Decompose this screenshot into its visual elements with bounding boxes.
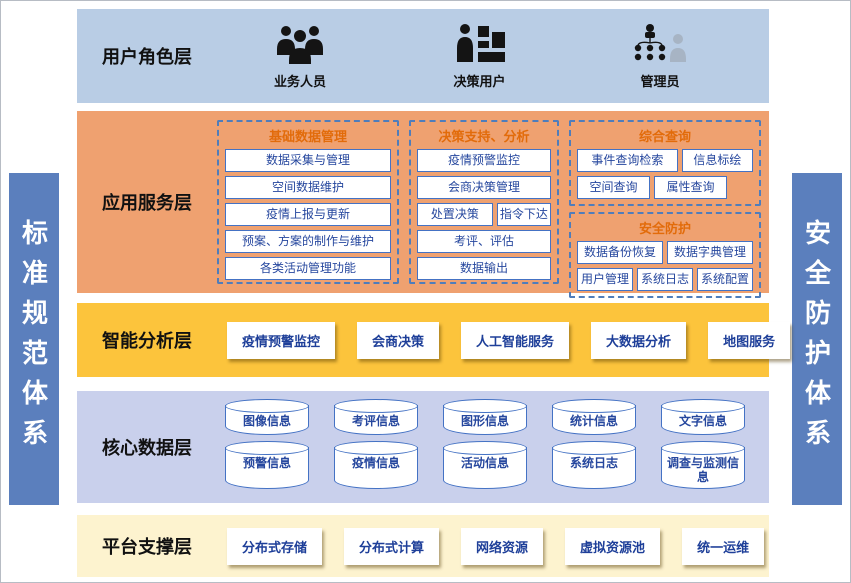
app-item: 数据输出 xyxy=(417,257,551,280)
app-item: 系统日志 xyxy=(637,268,693,291)
app-item: 预案、方案的制作与维护 xyxy=(225,230,391,253)
app-item: 空间数据维护 xyxy=(225,176,391,199)
platform-layer-title: 平台支撑层 xyxy=(102,537,192,557)
query-security-column: 综合查询 事件查询检索 信息标绘 空间查询 属性查询 安全防护 xyxy=(569,120,761,298)
platform-item: 分布式存储 xyxy=(227,527,323,565)
app-item: 各类活动管理功能 xyxy=(225,257,391,280)
role-label: 决策用户 xyxy=(453,74,506,89)
analysis-item: 会商决策 xyxy=(357,321,440,359)
database-icon: 预警信息 xyxy=(225,440,309,490)
analysis-item: 大数据分析 xyxy=(591,321,687,359)
analysis-item: 疫情预警监控 xyxy=(227,321,336,359)
group-security-protection: 安全防护 数据备份恢复 数据字典管理 用户管理 系统日志 系统配置 xyxy=(569,212,761,298)
role-decision-user: 决策用户 xyxy=(452,22,508,90)
standards-system-label: 标准规范体系 xyxy=(18,219,49,459)
query-row-2: 空间查询 属性查询 xyxy=(577,174,753,201)
decision-user-icon xyxy=(452,22,508,68)
security-system-label: 安全防护体系 xyxy=(801,219,832,459)
admin-icon xyxy=(631,22,689,68)
user-role-layer-title: 用户角色层 xyxy=(102,47,192,67)
group-comprehensive-query: 综合查询 事件查询检索 信息标绘 空间查询 属性查询 xyxy=(569,120,761,206)
roles-row: 业务人员 xyxy=(217,9,769,103)
app-item: 信息标绘 xyxy=(681,149,753,172)
database-icon: 图像信息 xyxy=(225,398,309,435)
analysis-layer-title: 智能分析层 xyxy=(102,331,192,351)
group-title: 安全防护 xyxy=(638,221,691,236)
analysis-item: 地图服务 xyxy=(708,321,791,359)
analysis-items: 疫情预警监控 会商决策 人工智能服务 大数据分析 地图服务 xyxy=(217,303,791,377)
app-item: 数据备份恢复 xyxy=(577,241,663,264)
platform-item: 统一运维 xyxy=(682,527,765,565)
app-service-groups: 基础数据管理 数据采集与管理 空间数据维护 疫情上报与更新 预案、方案的制作与维… xyxy=(217,111,769,298)
analysis-item: 人工智能服务 xyxy=(461,321,570,359)
app-item: 考评、评估 xyxy=(417,230,551,253)
database-icon: 系统日志 xyxy=(552,440,636,490)
group-decision-support: 决策支持、分析 疫情预警监控 会商决策管理 处置决策 指令下达 考评、评估 数据… xyxy=(409,120,559,284)
app-item: 数据采集与管理 xyxy=(225,149,391,172)
group-title: 综合查询 xyxy=(638,129,691,144)
group-title: 基础数据管理 xyxy=(268,129,347,144)
app-item: 事件查询检索 xyxy=(577,149,678,172)
database-icon: 图形信息 xyxy=(443,398,527,435)
platform-layer: 平台支撑层 分布式存储 分布式计算 网络资源 虚拟资源池 统一运维 xyxy=(77,515,769,577)
group-title: 决策支持、分析 xyxy=(438,129,530,144)
decision-split-row: 处置决策 指令下达 xyxy=(417,201,551,228)
security-row-1: 数据备份恢复 数据字典管理 xyxy=(577,239,753,266)
app-item: 属性查询 xyxy=(654,176,727,199)
platform-item: 分布式计算 xyxy=(344,527,440,565)
query-row-1: 事件查询检索 信息标绘 xyxy=(577,147,753,174)
database-icon: 统计信息 xyxy=(552,398,636,435)
core-data-layer: 核心数据层 图像信息 考评信息 图形信息 统计信息 文字信息 预警信息 疫情信息… xyxy=(77,391,769,503)
platform-items: 分布式存储 分布式计算 网络资源 虚拟资源池 统一运维 xyxy=(217,515,769,577)
database-icon: 考评信息 xyxy=(334,398,418,435)
security-system-bar: 安全防护体系 xyxy=(792,173,842,505)
app-service-layer-title: 应用服务层 xyxy=(102,193,192,213)
app-service-layer: 应用服务层 基础数据管理 数据采集与管理 空间数据维护 疫情上报与更新 预案、方… xyxy=(77,111,769,298)
role-admin: 管理员 xyxy=(631,22,689,90)
standards-system-bar: 标准规范体系 xyxy=(9,173,59,505)
app-item: 会商决策管理 xyxy=(417,176,551,199)
app-item: 处置决策 xyxy=(417,203,493,226)
database-icon: 文字信息 xyxy=(661,398,745,435)
app-item: 数据字典管理 xyxy=(667,241,753,264)
platform-item: 虚拟资源池 xyxy=(565,527,661,565)
platform-item: 网络资源 xyxy=(461,527,544,565)
role-label: 业务人员 xyxy=(273,74,326,89)
app-item: 用户管理 xyxy=(577,268,633,291)
security-row-2: 用户管理 系统日志 系统配置 xyxy=(577,266,753,293)
database-icon: 疫情信息 xyxy=(334,440,418,490)
app-item: 空间查询 xyxy=(577,176,650,199)
group-basic-data-management: 基础数据管理 数据采集与管理 空间数据维护 疫情上报与更新 预案、方案的制作与维… xyxy=(217,120,399,284)
app-item: 指令下达 xyxy=(496,203,551,226)
database-icon: 调查与监测信息 xyxy=(661,440,745,490)
app-item: 疫情预警监控 xyxy=(417,149,551,172)
database-grid: 图像信息 考评信息 图形信息 统计信息 文字信息 预警信息 疫情信息 活动信息 … xyxy=(217,391,769,503)
role-label: 管理员 xyxy=(640,74,680,89)
app-item: 疫情上报与更新 xyxy=(225,203,391,226)
user-role-layer: 用户角色层 xyxy=(77,9,769,103)
business-users-icon xyxy=(272,22,328,68)
core-data-layer-title: 核心数据层 xyxy=(102,438,192,458)
layers-column: 用户角色层 xyxy=(77,9,791,577)
app-item: 系统配置 xyxy=(697,268,753,291)
role-business-user: 业务人员 xyxy=(272,22,328,90)
database-icon: 活动信息 xyxy=(443,440,527,490)
analysis-layer: 智能分析层 疫情预警监控 会商决策 人工智能服务 大数据分析 地图服务 xyxy=(77,303,791,377)
